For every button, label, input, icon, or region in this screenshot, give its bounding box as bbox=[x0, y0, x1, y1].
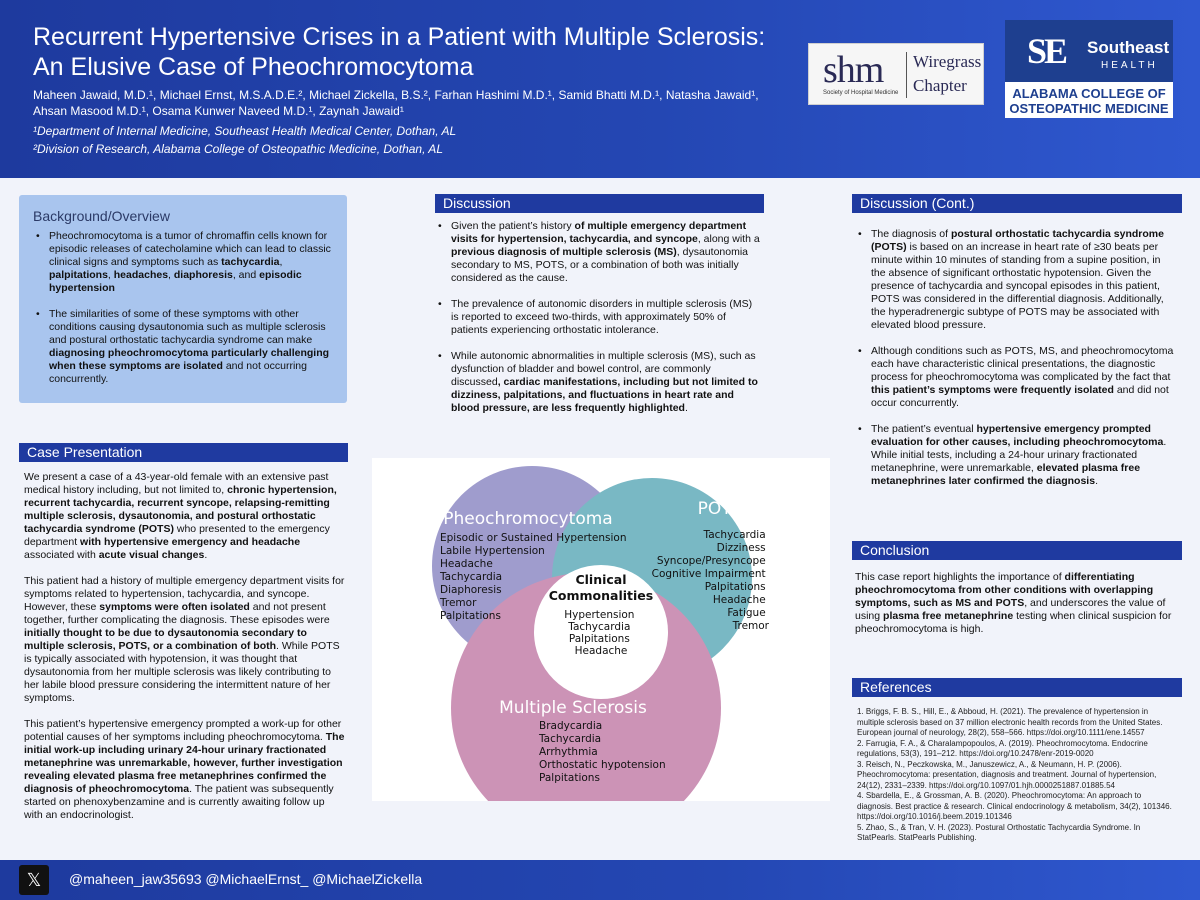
venn-pheo-title: Pheochromocytoma bbox=[443, 509, 612, 529]
case-presentation-body: We present a case of a 43-year-old femal… bbox=[24, 471, 346, 835]
venn-pots-item: Tachycardia bbox=[703, 529, 766, 541]
poster-title: Recurrent Hypertensive Crises in a Patie… bbox=[33, 23, 766, 81]
se-logo-sub: HEALTH bbox=[1101, 60, 1158, 71]
shm-logo-tagline: Society of Hospital Medicine bbox=[823, 90, 899, 96]
venn-diagram-panel: Pheochromocytoma Episodic or Sustained H… bbox=[372, 458, 830, 843]
venn-pheo-item: Headache bbox=[440, 558, 493, 570]
conclusion-paragraph: This case report highlights the importan… bbox=[855, 571, 1172, 635]
discussion-bullets: Given the patient’s history of multiple … bbox=[437, 220, 762, 428]
background-section: Background/Overview Pheochromocytoma is … bbox=[19, 195, 347, 403]
background-bullets: Pheochromocytoma is a tumor of chromaffi… bbox=[35, 230, 335, 399]
author-list: Maheen Jawaid, M.D.¹, Michael Ernst, M.S… bbox=[33, 88, 759, 118]
references-heading: References bbox=[852, 678, 1182, 697]
acom-logo-text: ALABAMA COLLEGE OF OSTEOPATHIC MEDICINE bbox=[1009, 86, 1169, 116]
shm-wiregrass-logo: shm Society of Hospital Medicine Wiregra… bbox=[808, 43, 984, 105]
background-bullet-2: The similarities of some of these sympto… bbox=[35, 308, 335, 386]
venn-ms-item: Palpitations bbox=[539, 772, 600, 784]
venn-ms-item: Arrhythmia bbox=[539, 746, 598, 758]
venn-pots-title: POTS bbox=[698, 499, 743, 519]
conclusion-body: This case report highlights the importan… bbox=[855, 571, 1175, 649]
se-logo-mark: SE bbox=[1027, 31, 1068, 71]
venn-ms-item: Tachycardia bbox=[538, 733, 601, 745]
social-handles: @maheen_jaw35693 @MichaelErnst_ @Michael… bbox=[69, 871, 423, 887]
venn-pheo-item: Palpitations bbox=[440, 610, 501, 622]
venn-center-item: Palpitations bbox=[569, 633, 630, 645]
poster-header: Recurrent Hypertensive Crises in a Patie… bbox=[0, 0, 1200, 178]
venn-center-item: Headache bbox=[575, 645, 628, 657]
discussion-cont-bullet-3: The patient’s eventual hypertensive emer… bbox=[857, 423, 1175, 488]
venn-center-circle bbox=[534, 565, 668, 699]
shm-logo-divider bbox=[906, 52, 907, 98]
references-list: 1. Briggs, F. B. S., Hill, E., & Abboud,… bbox=[857, 707, 1177, 844]
venn-pheo-item: Tremor bbox=[439, 597, 477, 609]
discussion-bullet-3: While autonomic abnormalities in multipl… bbox=[437, 350, 762, 415]
x-social-icon: 𝕏 bbox=[19, 865, 49, 895]
se-logo-word: Southeast bbox=[1087, 38, 1170, 57]
reference-item: 3. Reisch, N., Peczkowska, M., Januszewi… bbox=[857, 759, 1157, 790]
case-paragraph-1: We present a case of a 43-year-old femal… bbox=[24, 471, 337, 561]
venn-pots-item: Fatigue bbox=[727, 607, 765, 619]
reference-item: 2. Farrugia, F. A., & Charalampopoulos, … bbox=[857, 738, 1148, 759]
conclusion-heading: Conclusion bbox=[852, 541, 1182, 560]
discussion-cont-bullets: The diagnosis of postural orthostatic ta… bbox=[857, 228, 1175, 501]
venn-pots-item: Tremor bbox=[732, 620, 770, 632]
venn-pots-item: Syncope/Presyncope bbox=[657, 555, 766, 567]
discussion-bullet-1: Given the patient’s history of multiple … bbox=[437, 220, 762, 285]
discussion-cont-heading: Discussion (Cont.) bbox=[852, 194, 1182, 213]
venn-ms-title: Multiple Sclerosis bbox=[499, 698, 647, 718]
venn-ms-item: Bradycardia bbox=[539, 720, 602, 732]
venn-center-item: Tachycardia bbox=[567, 621, 630, 633]
case-presentation-heading: Case Presentation bbox=[19, 443, 348, 462]
venn-center-list: Hypertension Tachycardia Palpitations He… bbox=[564, 609, 638, 657]
venn-pheo-item: Diaphoresis bbox=[440, 584, 502, 596]
southeast-health-logo-block: SE Southeast HEALTH bbox=[1005, 20, 1173, 82]
venn-pheo-item: Episodic or Sustained Hypertension bbox=[440, 532, 627, 544]
discussion-heading: Discussion bbox=[435, 194, 764, 213]
venn-ms-item: Orthostatic hypotension bbox=[539, 759, 666, 771]
case-paragraph-3: This patient’s hypertensive emergency pr… bbox=[24, 718, 345, 821]
shm-logo-chapter: Wiregrass Chapter bbox=[913, 52, 982, 95]
venn-pots-item: Headache bbox=[713, 594, 766, 606]
venn-pheo-item: Tachycardia bbox=[439, 571, 502, 583]
reference-item: 5. Zhao, S., & Tran, V. H. (2023). Postu… bbox=[857, 822, 1141, 843]
discussion-bullet-2: The prevalence of autonomic disorders in… bbox=[437, 298, 762, 337]
southeast-health-acom-logo: SE Southeast HEALTH ALABAMA COLLEGE OF O… bbox=[1005, 20, 1173, 118]
reference-item: 4. Sbardella, E., & Grossman, A. B. (202… bbox=[857, 791, 1172, 821]
venn-pots-item: Palpitations bbox=[705, 581, 766, 593]
venn-ms-list: Bradycardia Tachycardia Arrhythmia Ortho… bbox=[538, 720, 669, 784]
affiliation-2: ²Division of Research, Alabama College o… bbox=[33, 142, 443, 156]
background-bullet-1: Pheochromocytoma is a tumor of chromaffi… bbox=[35, 230, 335, 295]
shm-logo-mark: shm bbox=[823, 49, 884, 91]
discussion-cont-bullet-1: The diagnosis of postural orthostatic ta… bbox=[857, 228, 1175, 332]
venn-center-title-2: Commonalities bbox=[549, 588, 653, 603]
poster-footer: 𝕏 @maheen_jaw35693 @MichaelErnst_ @Micha… bbox=[0, 860, 1200, 900]
venn-center-title-1: Clinical bbox=[575, 572, 626, 587]
affiliation-1: ¹Department of Internal Medicine, Southe… bbox=[33, 124, 457, 138]
discussion-cont-bullet-2: Although conditions such as POTS, MS, an… bbox=[857, 345, 1175, 410]
background-heading: Background/Overview bbox=[33, 208, 170, 224]
venn-pots-list: Tachycardia Dizziness Syncope/Presyncope… bbox=[652, 529, 770, 632]
venn-pheo-list: Episodic or Sustained Hypertension Labil… bbox=[439, 532, 630, 622]
reference-item: 1. Briggs, F. B. S., Hill, E., & Abboud,… bbox=[857, 707, 1163, 737]
venn-pheo-item: Labile Hypertension bbox=[440, 545, 545, 557]
venn-diagram: Pheochromocytoma Episodic or Sustained H… bbox=[432, 466, 770, 843]
case-paragraph-2: This patient had a history of multiple e… bbox=[24, 575, 345, 704]
venn-center-item: Hypertension bbox=[564, 609, 634, 621]
venn-pots-item: Dizziness bbox=[717, 542, 766, 554]
venn-pots-item: Cognitive Impairment bbox=[652, 568, 766, 580]
